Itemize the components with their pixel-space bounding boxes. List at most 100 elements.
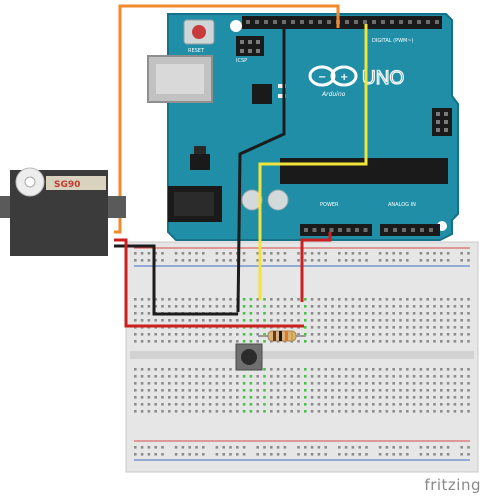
- breadboard-hole: [453, 410, 457, 413]
- breadboard-hole: [453, 389, 457, 392]
- breadboard-holes: [134, 252, 470, 456]
- breadboard-hole: [181, 375, 185, 378]
- header-pin: [346, 228, 351, 232]
- header-pin: [372, 20, 376, 24]
- rail-hole: [256, 252, 259, 255]
- breadboard-hole: [467, 312, 470, 315]
- breadboard-hole: [249, 382, 253, 385]
- rail-hole: [304, 453, 307, 456]
- breadboard-hole: [310, 410, 314, 413]
- rail-hole: [181, 259, 185, 262]
- header-pin: [304, 228, 308, 232]
- breadboard-hole: [263, 368, 266, 371]
- rail-hole: [215, 453, 219, 456]
- breadboard-hole: [399, 396, 402, 399]
- breadboard-hole: [372, 333, 375, 336]
- breadboard-hole: [453, 396, 457, 399]
- breadboard-hole: [351, 319, 355, 322]
- breadboard-hole: [174, 410, 178, 413]
- breadboard-hole: [338, 375, 341, 378]
- breadboard-hole: [372, 340, 375, 343]
- breadboard-hole: [256, 389, 259, 392]
- breadboard-hole: [283, 305, 287, 308]
- breadboard-hole: [460, 403, 463, 406]
- breadboard-hole: [168, 305, 171, 308]
- rail-hole: [344, 453, 348, 456]
- breadboard-hole: [270, 403, 273, 406]
- breadboard-hole: [358, 340, 361, 343]
- breadboard-hole: [283, 375, 287, 378]
- board-brand-label: Arduino: [321, 91, 346, 98]
- breadboard-hole: [222, 375, 225, 378]
- breadboard-hole: [229, 403, 232, 406]
- header-pin: [402, 228, 406, 232]
- breadboard-hole: [331, 382, 334, 385]
- breadboard-hole: [147, 305, 151, 308]
- breadboard-hole: [249, 375, 253, 378]
- breadboard-hole: [324, 382, 327, 385]
- resistor-band: [291, 331, 293, 341]
- breadboard-hole: [222, 368, 225, 371]
- breadboard-hole: [338, 410, 341, 413]
- breadboard-hole: [358, 375, 361, 378]
- breadboard-hole: [263, 403, 266, 406]
- breadboard-hole: [467, 410, 470, 413]
- rail-hole: [419, 259, 423, 262]
- power-header-label: POWER: [320, 202, 339, 208]
- breadboard-hole: [351, 396, 355, 399]
- rail-hole: [140, 259, 144, 262]
- rail-hole: [324, 259, 327, 262]
- breadboard-hole: [263, 375, 266, 378]
- header-pin: [411, 228, 415, 232]
- breadboard-hole: [297, 312, 300, 315]
- breadboard-hole: [256, 312, 259, 315]
- header-pin: [256, 40, 260, 44]
- breadboard-hole: [290, 389, 293, 392]
- logo-minus-glyph: −: [318, 72, 326, 83]
- breadboard-hole: [161, 368, 164, 371]
- rail-hole: [399, 259, 402, 262]
- breadboard-hole: [215, 403, 219, 406]
- breadboard-hole: [208, 403, 212, 406]
- breadboard-hole: [140, 340, 144, 343]
- breadboard-hole: [297, 298, 300, 301]
- breadboard-hole: [283, 368, 287, 371]
- breadboard-hole: [372, 389, 375, 392]
- breadboard-hole: [181, 340, 185, 343]
- rail-hole: [358, 446, 361, 449]
- breadboard-hole: [208, 396, 212, 399]
- breadboard-hole: [140, 312, 144, 315]
- rail-hole: [154, 446, 157, 449]
- rail-hole: [161, 259, 164, 262]
- rail-hole: [433, 252, 436, 255]
- breadboard-hole: [310, 375, 314, 378]
- breadboard-hole: [467, 368, 470, 371]
- breadboard-hole: [276, 312, 280, 315]
- breadboard-hole: [317, 326, 321, 329]
- rail-hole: [426, 446, 429, 449]
- breadboard-hole: [358, 319, 361, 322]
- servo-label-strip: [46, 176, 106, 190]
- rail-hole: [181, 453, 185, 456]
- breadboard-hole: [467, 298, 470, 301]
- breadboard-hole: [222, 305, 225, 308]
- breadboard-hole: [453, 382, 457, 385]
- breadboard-hole: [365, 382, 368, 385]
- breadboard-hole: [392, 403, 395, 406]
- icsp-block: [432, 108, 452, 136]
- breadboard-hole: [317, 340, 321, 343]
- breadboard-hole: [440, 403, 443, 406]
- breadboard-hole: [338, 312, 341, 315]
- breadboard-hole: [351, 403, 355, 406]
- analog-header-pins: [384, 228, 433, 232]
- breadboard-hole: [426, 298, 429, 301]
- breadboard-hole: [242, 319, 246, 322]
- rail-hole: [365, 453, 368, 456]
- breadboard-hole: [372, 298, 375, 301]
- breadboard-hole: [358, 403, 361, 406]
- breadboard-hole: [263, 333, 266, 336]
- rail-hole: [229, 252, 232, 255]
- led-indicator: [278, 84, 286, 88]
- rail-hole: [310, 446, 314, 449]
